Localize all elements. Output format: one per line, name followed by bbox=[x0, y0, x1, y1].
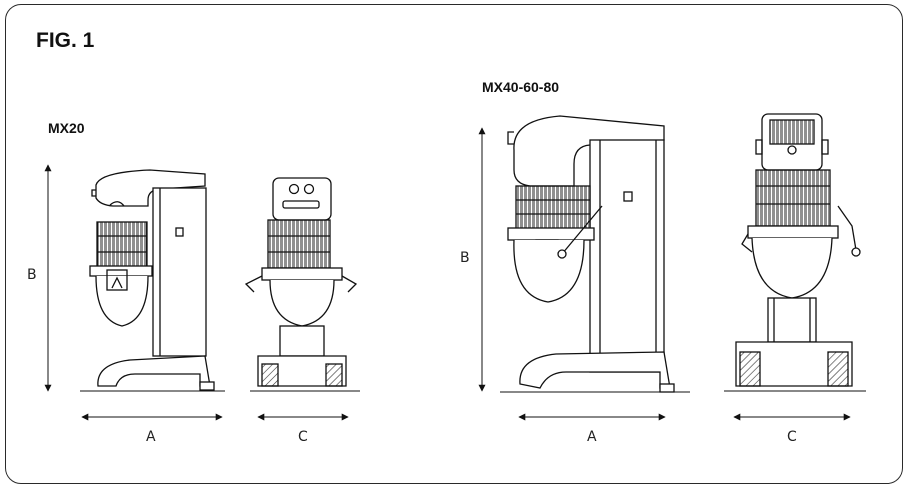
mx40-dim-c: C bbox=[787, 429, 797, 445]
mx20-side-view bbox=[80, 169, 225, 392]
mx20-front-view bbox=[244, 177, 360, 392]
mx40-dim-a: A bbox=[587, 429, 597, 445]
mx40-dim-b: B bbox=[460, 250, 470, 266]
model-label-small: MX20 bbox=[48, 120, 85, 136]
figure-title: FIG. 1 bbox=[36, 29, 95, 52]
mx40-front-view bbox=[724, 113, 866, 392]
model-label-large: MX40-60-80 bbox=[482, 79, 559, 95]
mx20-dim-a: A bbox=[146, 429, 156, 445]
mx20-dim-b: B bbox=[27, 267, 37, 283]
figure-frame bbox=[5, 4, 903, 484]
mx40-side-view bbox=[500, 115, 690, 393]
mx20-dim-c: C bbox=[298, 429, 308, 445]
